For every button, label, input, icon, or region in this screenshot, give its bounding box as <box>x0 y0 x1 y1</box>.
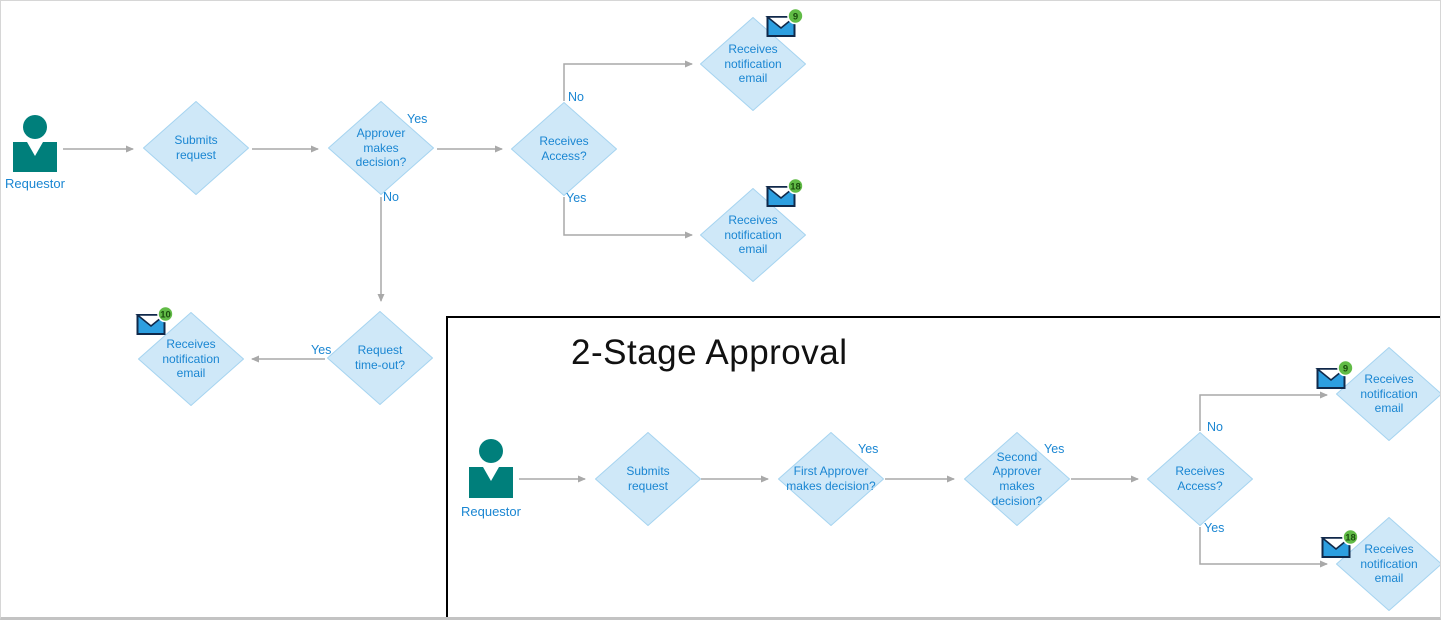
node-label-text: First Approver makes decision? <box>786 464 876 493</box>
diamond-shape <box>143 101 249 195</box>
node-notification-yes-2: Receives notification email <box>1336 517 1440 611</box>
node-label-text: Submits request <box>174 133 218 162</box>
envelope-flap <box>765 16 797 30</box>
badge-count: 18 <box>790 182 801 193</box>
person-head <box>23 115 47 139</box>
node-label-text: Receives notification email <box>162 337 220 381</box>
node-label: Submits request <box>595 432 701 526</box>
node-notification-no-1: Receives notification email <box>700 17 806 111</box>
node-label-text: Request time-out? <box>354 343 406 372</box>
node-label-text: Receives notification email <box>724 42 782 86</box>
node-label: Request time-out? <box>327 311 433 405</box>
branch-label-yes: Yes <box>566 191 587 205</box>
diamond-shape <box>595 432 701 526</box>
branch-label-no: No <box>1207 420 1223 434</box>
email-icon: 9 <box>765 7 804 37</box>
email-icon: 18 <box>765 177 804 207</box>
node-label-text: Receives notification email <box>1360 372 1418 416</box>
node-request-timeout: Request time-out? <box>327 311 433 405</box>
node-label: Receives notification email <box>1336 517 1440 611</box>
diamond-shape <box>700 17 806 111</box>
node-label-text: Receives Access? <box>1175 464 1225 493</box>
node-approver-decision: Approver makes decision? <box>328 101 434 195</box>
badge-circle <box>1337 359 1354 377</box>
diamond-shape <box>964 432 1070 526</box>
node-label: Submits request <box>143 101 249 195</box>
badge-count: 10 <box>160 310 171 321</box>
branch-label-yes: Yes <box>858 442 879 456</box>
node-label: Receives notification email <box>138 312 244 406</box>
email-icon: 9 <box>1315 359 1354 389</box>
node-label-text: Receives notification email <box>724 213 782 257</box>
node-label: Receives notification email <box>700 17 806 111</box>
envelope-flap <box>1315 368 1347 382</box>
branch-label-yes: Yes <box>1044 442 1065 456</box>
node-receives-access-2: Receives Access? <box>1147 432 1253 526</box>
node-label: Receives notification email <box>700 188 806 282</box>
envelope-flap <box>765 186 797 200</box>
node-label-text: Submits request <box>626 464 670 493</box>
node-notification-no-2: Receives notification email <box>1336 347 1440 441</box>
badge-count: 18 <box>1345 533 1356 544</box>
requestor-person-icon <box>469 439 513 498</box>
badge-circle <box>157 305 174 323</box>
requestor-label: Requestor <box>461 504 521 519</box>
email-icon: 18 <box>1320 528 1359 558</box>
person-body <box>469 467 513 498</box>
branch-label-no: No <box>568 90 584 104</box>
person-head <box>479 439 503 463</box>
node-second-approver-decision: Second Approver makes decision? <box>964 432 1070 526</box>
branch-label-yes: Yes <box>1204 521 1225 535</box>
node-label-text: Approver makes decision? <box>355 126 407 170</box>
node-label-text: Second Approver makes decision? <box>991 449 1043 508</box>
diamond-shape <box>1147 432 1253 526</box>
node-submits-request-2: Submits request <box>595 432 701 526</box>
person-body <box>13 142 57 172</box>
badge-circle <box>1342 528 1359 546</box>
node-notification-yes-1: Receives notification email <box>700 188 806 282</box>
badge-circle <box>787 7 804 25</box>
node-notification-timeout: Receives notification email <box>138 312 244 406</box>
badge-circle <box>787 177 804 195</box>
branch-label-no: No <box>383 190 399 204</box>
node-label: Receives Access? <box>1147 432 1253 526</box>
node-submits-request-1: Submits request <box>143 101 249 195</box>
node-receives-access-1: Receives Access? <box>511 102 617 196</box>
diamond-shape <box>1336 347 1440 441</box>
envelope-flap <box>1320 537 1352 551</box>
node-label: Approver makes decision? <box>328 101 434 195</box>
node-label: First Approver makes decision? <box>778 432 884 526</box>
diamond-shape <box>700 188 806 282</box>
diamond-shape <box>1336 517 1440 611</box>
branch-label-yes: Yes <box>407 112 428 126</box>
node-label: Receives notification email <box>1336 347 1440 441</box>
node-label-text: Receives Access? <box>539 134 589 163</box>
requestor-person-icon <box>13 115 57 172</box>
badge-count: 9 <box>1343 364 1348 375</box>
envelope-flap <box>135 314 167 328</box>
branch-label-yes: Yes <box>311 343 332 357</box>
requestor-label: Requestor <box>5 176 65 191</box>
diamond-shape <box>778 432 884 526</box>
diamond-shape <box>327 311 433 405</box>
diamond-shape <box>511 102 617 196</box>
badge-count: 9 <box>793 12 798 23</box>
node-label: Second Approver makes decision? <box>964 432 1070 526</box>
email-icon: 10 <box>135 305 174 335</box>
node-label-text: Receives notification email <box>1360 542 1418 586</box>
node-first-approver-decision: First Approver makes decision? <box>778 432 884 526</box>
node-label: Receives Access? <box>511 102 617 196</box>
diamond-shape <box>328 101 434 195</box>
two-stage-title: 2-Stage Approval <box>571 333 848 372</box>
diamond-shape <box>138 312 244 406</box>
two-stage-group-box <box>446 316 1440 617</box>
